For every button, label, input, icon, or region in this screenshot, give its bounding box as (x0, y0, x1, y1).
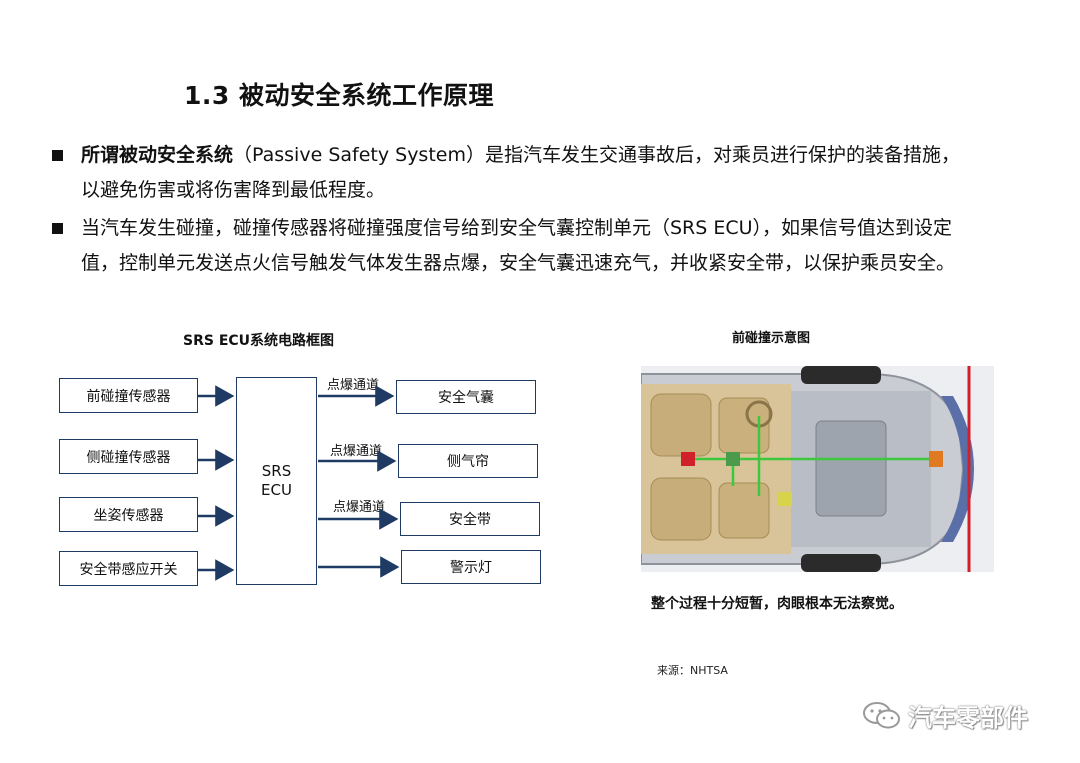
bullet-square-icon (52, 223, 63, 234)
bullet-square-icon (52, 150, 63, 161)
photo-title: 前碰撞示意图 (732, 331, 811, 346)
bullet-collision-process: 当汽车发生碰撞，碰撞传感器将碰撞强度信号给到安全气囊控制单元（SRS ECU），… (52, 211, 1042, 281)
bullet-bold-term: 所谓被动安全系统 (81, 144, 234, 166)
diagram-title: SRS ECU系统电路框图 (183, 333, 335, 349)
input-box-seat-sensor: 坐姿传感器 (59, 497, 198, 532)
wechat-icon (863, 701, 900, 728)
channel-label-airbag: 点爆通道 (327, 378, 380, 393)
bullet-text: 当汽车发生碰撞，碰撞传感器将碰撞强度信号给到安全气囊控制单元（SRS ECU），… (81, 211, 1042, 281)
bullet-text: 所谓被动安全系统（Passive Safety System）是指汽车发生交通事… (81, 138, 1042, 208)
output-box-curtain: 侧气帘 (398, 444, 538, 478)
ecu-label-line1: SRS (261, 462, 292, 480)
channel-label-belt: 点爆通道 (333, 500, 386, 515)
photo-caption: 整个过程十分短暂，肉眼根本无法察觉。 (651, 596, 903, 612)
bullet-passive-safety: 所谓被动安全系统（Passive Safety System）是指汽车发生交通事… (52, 138, 1042, 208)
watermark: 汽车零部件 (862, 698, 1028, 733)
output-box-warning-lamp: 警示灯 (401, 550, 541, 584)
front-collision-image (641, 366, 994, 572)
srs-ecu-box: SRS ECU (236, 377, 317, 585)
channel-label-curtain: 点爆通道 (330, 444, 383, 459)
source-note: 来源：NHTSA (657, 664, 728, 677)
watermark-text: 汽车零部件 (908, 704, 1028, 732)
bullet-line2: 以避免伤害或将伤害降到最低程度。 (81, 179, 386, 201)
input-box-belt-switch: 安全带感应开关 (59, 551, 198, 586)
car-topview-illustration (641, 366, 994, 572)
output-box-belt: 安全带 (400, 502, 540, 536)
bullet-line1: （Passive Safety System）是指汽车发生交通事故后，对乘员进行… (233, 144, 960, 166)
ecu-label-line2: ECU (261, 481, 292, 499)
page-title: 1.3 被动安全系统工作原理 (184, 81, 494, 110)
output-box-airbag: 安全气囊 (396, 380, 536, 414)
bullet-line2: 值，控制单元发送点火信号触发气体发生器点爆，安全气囊迅速充气，并收紧安全带，以保… (81, 252, 956, 274)
bullet-line1: 当汽车发生碰撞，碰撞传感器将碰撞强度信号给到安全气囊控制单元（SRS ECU），… (81, 217, 953, 239)
input-box-front-sensor: 前碰撞传感器 (59, 378, 198, 413)
input-box-side-sensor: 侧碰撞传感器 (59, 439, 198, 474)
